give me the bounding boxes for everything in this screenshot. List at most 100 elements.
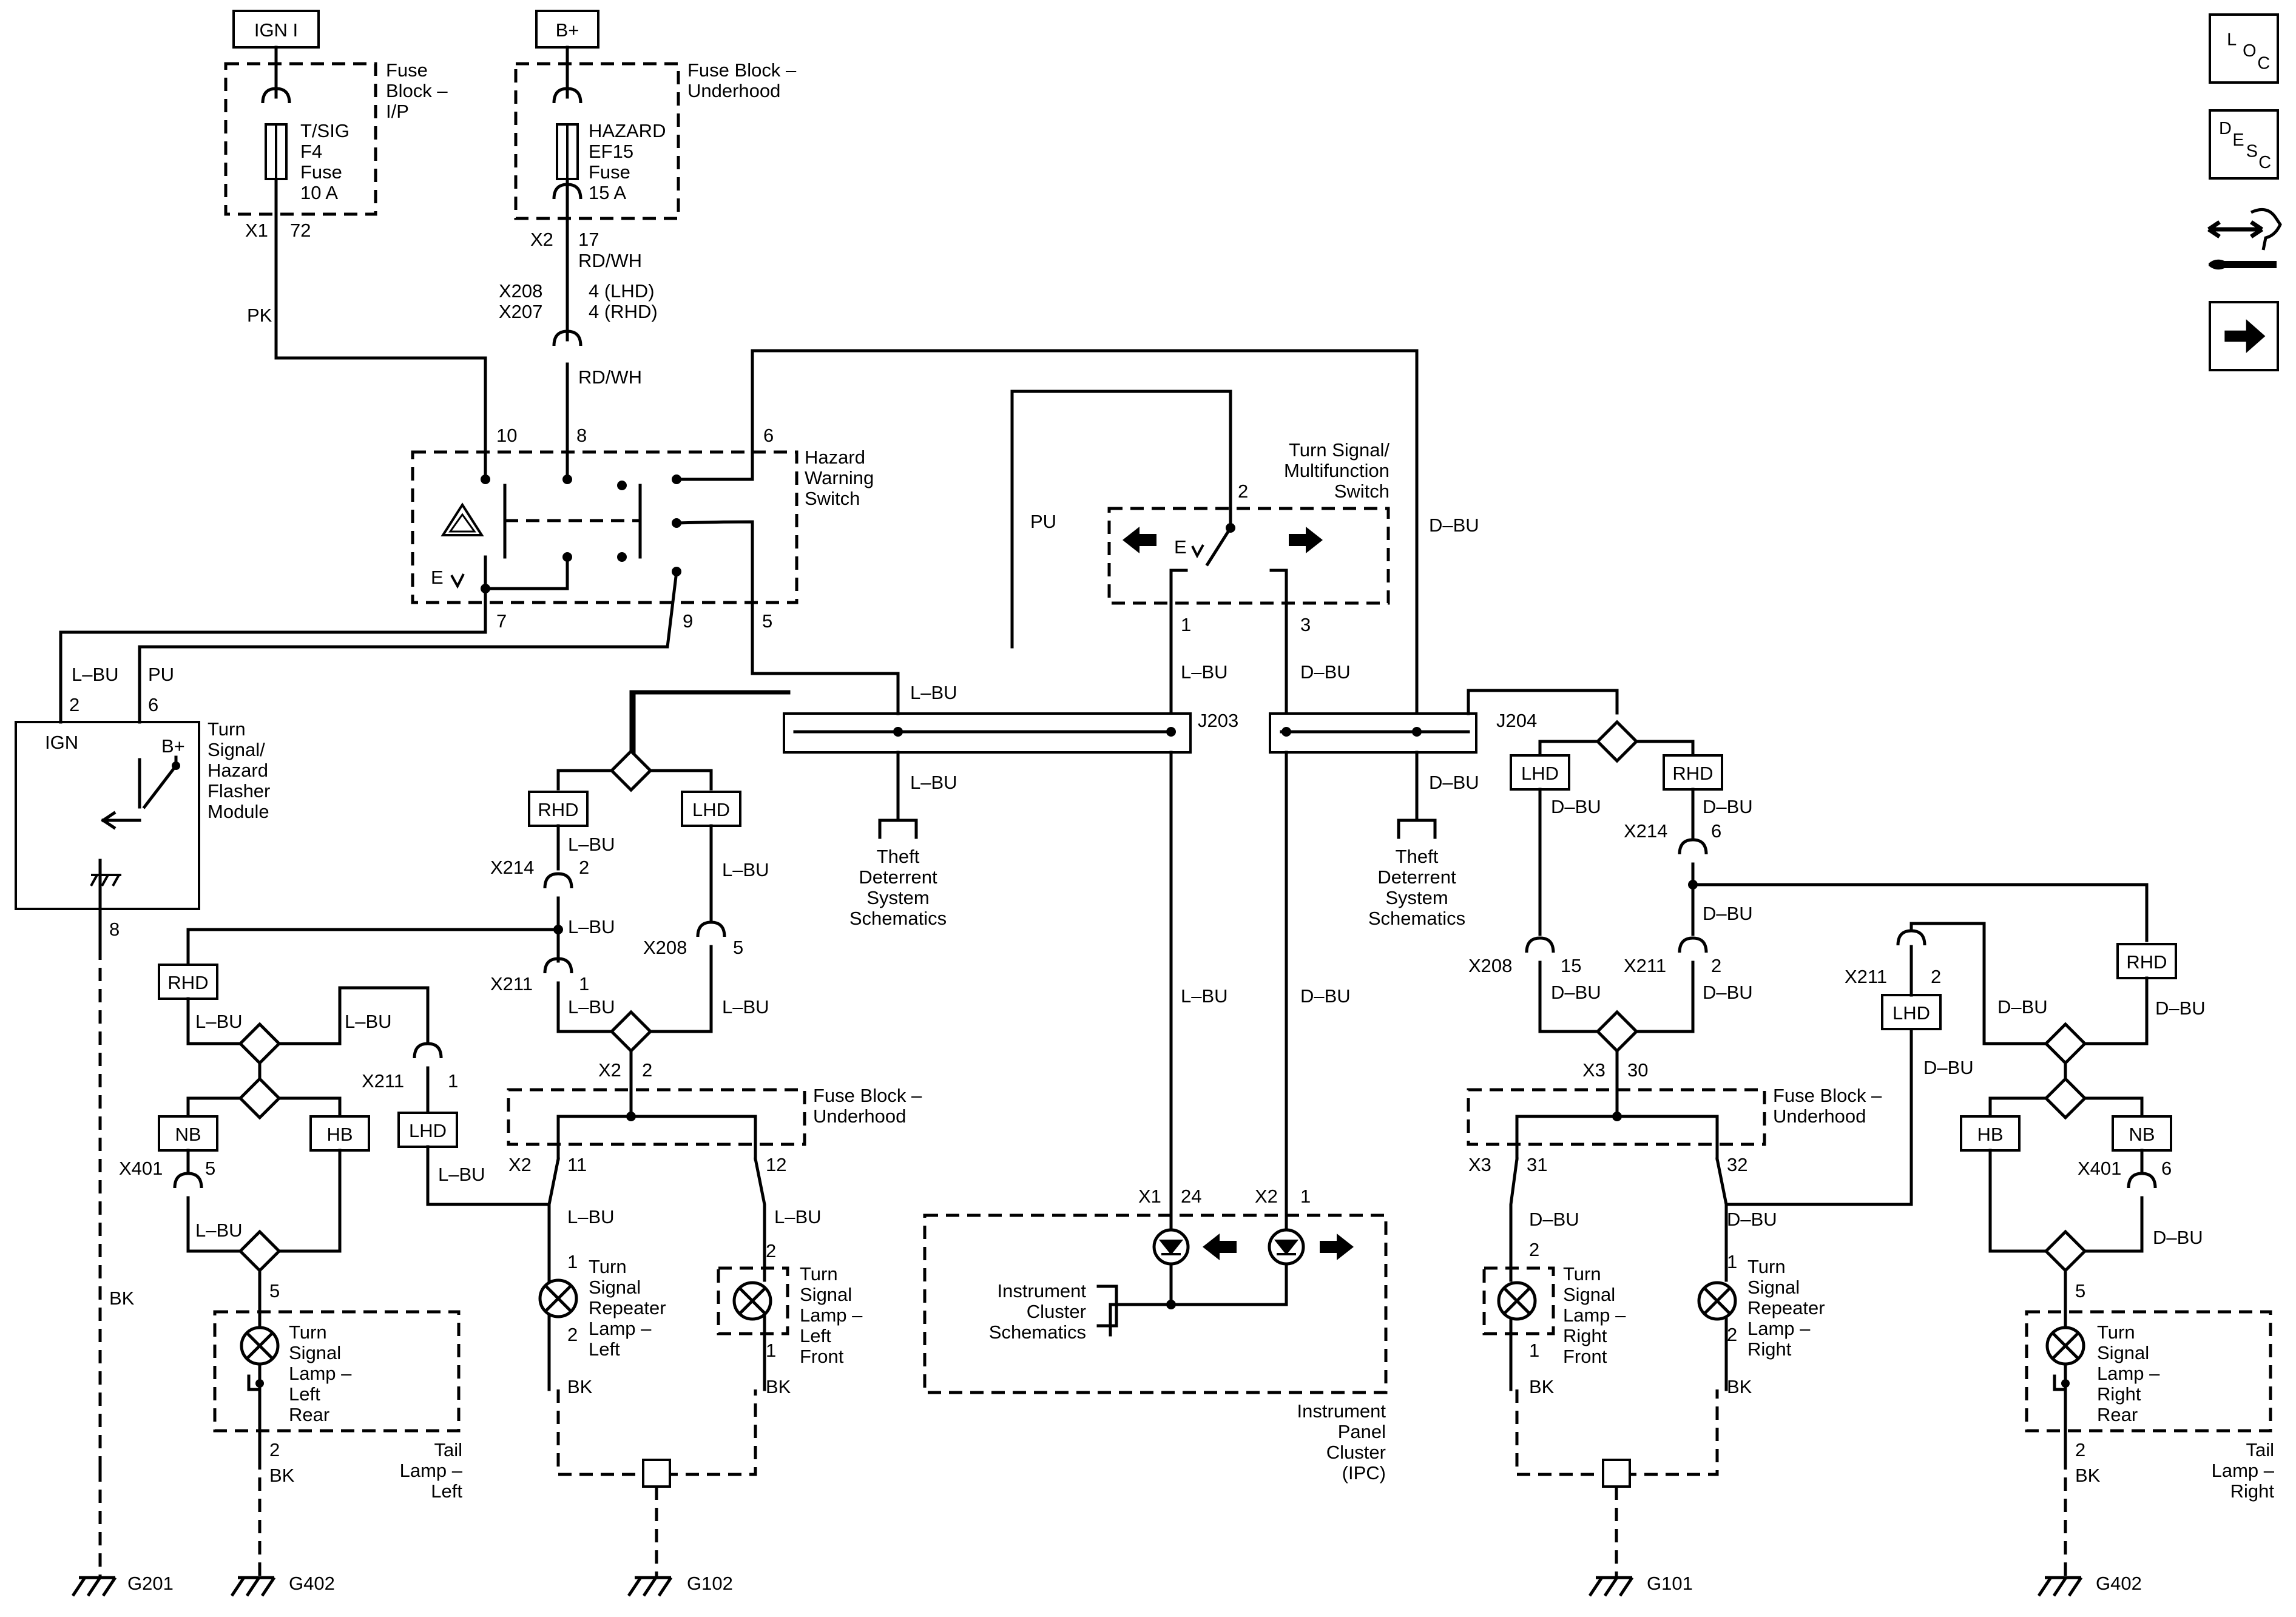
splice-diamond-rear-1-icon [240,1024,279,1063]
left-rear-5: Rear [289,1404,329,1425]
ipc-right-arrow-icon [1320,1234,1354,1260]
theft-4: Schematics [849,908,947,929]
ipc-x1pin: 24 [1181,1186,1201,1207]
arrow-right-icon [2224,319,2266,353]
left-fb-2: Underhood [813,1106,906,1127]
tss-ev-symbol: E [1174,536,1187,558]
wires-dbu-10: D–BU [1727,1209,1777,1230]
wire-pk-label: PK [247,305,272,326]
left-rear-pin2: 2 [269,1439,280,1460]
ground-g402-right-icon [2039,1578,2081,1596]
left-turn-signal-circuit: RHD LHD L–BU X214 2 L–BU X211 1 L–BU L–B… [119,690,922,1596]
hazard-pin-6: 6 [763,425,774,446]
ipc-left-arrow-icon [1203,1234,1237,1260]
right-nb: NB [2129,1124,2155,1145]
ipc-name-4: (IPC) [1342,1462,1386,1484]
right-repeater: Turn [1747,1256,1786,1277]
right-lhd2: LHD [1893,1002,1930,1024]
splice-diamond-left-top-icon [612,751,650,790]
hazard-pin-10: 10 [496,425,517,446]
tss-name-2: Multifunction [1284,460,1389,481]
flasher-name-3: Hazard [208,760,268,781]
wires-lbu-13: L–BU [345,1011,392,1032]
left-front-4: Left [800,1325,831,1346]
wires-bk-6: BK [2075,1465,2101,1486]
right-x401: X401 [2078,1158,2121,1179]
desc-letter-e: E [2232,130,2244,150]
location-button[interactable]: L O C [2209,13,2279,84]
right-front-4: Right [1563,1325,1607,1346]
left-tail: Tail [434,1439,462,1460]
right-lhd: LHD [1521,763,1559,784]
right-rear-pin2: 2 [2075,1439,2085,1460]
right-tail-3: Right [2230,1480,2275,1502]
splice-diamond-right-rear-1-icon [2046,1024,2085,1063]
flasher-pin-gnd: 8 [109,919,120,940]
ign-label: IGN I [254,19,298,41]
theft-8: Schematics [1368,908,1465,929]
left-routing [632,690,791,742]
right-arrow-icon [1289,527,1323,553]
right-front-5: Front [1563,1346,1607,1367]
description-button[interactable]: D E S C [2209,109,2279,180]
wires-dbu: D–BU [1300,661,1351,683]
x214-connector-icon [545,874,572,888]
fuse-uh-conn: X2 [530,229,553,250]
wires-lbu-15: L–BU [195,1220,243,1241]
loc-letter-o: O [2243,41,2256,61]
right-repeater-5: Right [1747,1338,1792,1360]
connector-info-button[interactable] [2204,200,2285,285]
right-turn-signal-circuit: LHD RHD D–BU D–BU X214 6 D–BU X208 15 X2… [1467,722,2275,1596]
wires-bk-2: BK [766,1376,791,1397]
right-x3pin: 30 [1627,1059,1648,1081]
right-tail-2: Lamp – [2212,1460,2275,1481]
wires-dbu-6: D–BU [1703,903,1753,924]
left-front: Turn [800,1263,838,1284]
left-rear: Turn [289,1322,327,1343]
right-ground-mid: G101 [1647,1573,1693,1594]
hazard-warning-switch: Hazard Warning Switch 10 8 6 7 9 5 E [411,425,900,718]
left-repeater-2: Signal [589,1277,641,1298]
fuse-ip-pin: 72 [290,220,311,241]
right-rear: Turn [2097,1322,2135,1343]
rear-lamp-left-icon [241,1328,278,1364]
right-rear-4: Right [2097,1383,2141,1405]
wires-lbu: L–BU [1181,661,1228,683]
next-page-button[interactable] [2209,301,2279,371]
ipc-cluster-2: Cluster [1027,1301,1086,1322]
left-tail-3: Left [431,1480,462,1502]
hazard-pin-5: 5 [762,610,772,632]
wires-lbu-12: L–BU [195,1011,243,1032]
fuse-uh-fuse-3: Fuse [589,161,630,183]
flasher-ground: G201 [127,1573,174,1594]
left-pin12: 12 [766,1154,786,1175]
left-ground-mid: G102 [687,1573,733,1594]
theft-7: System [1385,887,1448,908]
ipc-name-2: Panel [1338,1421,1386,1442]
left-rep-pin1: 1 [567,1251,578,1272]
x401-left-connector-icon [175,1173,201,1188]
hazard-pin-8: 8 [576,425,587,446]
wires-dbu-5: D–BU [1703,796,1753,817]
fuse-uh-x207: X207 [499,301,542,322]
right-pin31: 31 [1527,1154,1547,1175]
fuse-ip-name-3: I/P [386,101,409,122]
connector-wrench-icon [2207,208,2282,270]
theft-6: Deterrent [1377,866,1456,888]
left-rear-2: Signal [289,1342,341,1363]
left-rear-3: Lamp – [289,1363,352,1384]
flasher-name-4: Flasher [208,780,270,802]
right-pin32: 32 [1727,1154,1747,1175]
right-repeater-2: Signal [1747,1277,1800,1298]
right-x214pin: 6 [1711,820,1721,842]
wires-dbu-13: D–BU [2155,998,2206,1019]
splices-j204: J204 [1496,710,1537,731]
right-rear-pin5: 5 [2075,1280,2085,1301]
tss-name: Turn Signal/ [1289,439,1389,461]
left-rep-pin2: 2 [567,1324,578,1345]
ev-symbol: E [431,567,444,588]
left-x214pin: 2 [579,857,589,878]
wires-dbu-8: D–BU [1703,982,1753,1003]
left-x2: X2 [598,1059,621,1081]
